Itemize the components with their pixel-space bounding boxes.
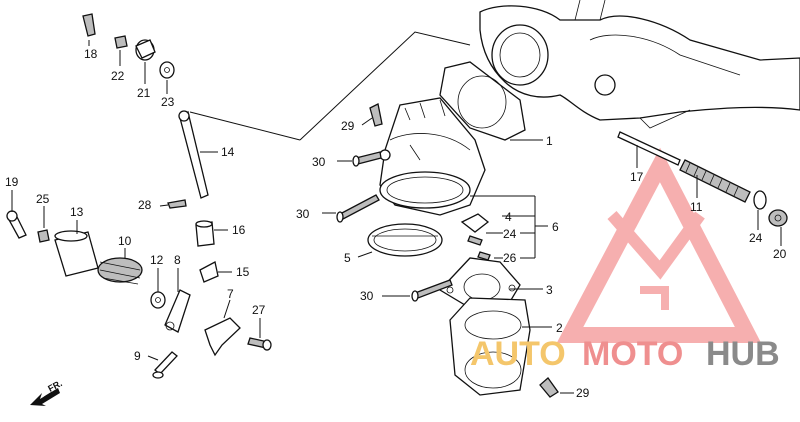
label-28: 28 xyxy=(138,198,152,212)
label-15: 15 xyxy=(236,265,250,279)
bolt-30-c xyxy=(411,279,453,302)
label-30-a: 30 xyxy=(312,155,326,169)
lever-7 xyxy=(204,317,241,357)
label-19: 19 xyxy=(5,175,19,189)
intake-pipe xyxy=(449,297,531,396)
label-8: 8 xyxy=(174,253,181,267)
label-2: 2 xyxy=(556,321,563,335)
nut-22 xyxy=(114,35,128,49)
label-29-top: 29 xyxy=(341,119,355,133)
bolt-30-b xyxy=(336,194,380,223)
label-1: 1 xyxy=(546,134,553,148)
nut-20 xyxy=(768,209,788,227)
bolt-26 xyxy=(477,251,491,261)
gasket xyxy=(439,61,526,141)
washer-24-left xyxy=(159,61,175,79)
direction-label: FR. xyxy=(46,378,63,394)
direction-arrow-icon xyxy=(30,388,60,406)
label-6: 6 xyxy=(552,220,559,234)
bolt-29-top xyxy=(369,103,383,127)
spring-11 xyxy=(679,159,751,203)
watermark-auto: AUTO xyxy=(470,335,566,373)
label-7: 7 xyxy=(227,287,234,301)
label-16: 16 xyxy=(232,223,246,237)
watermark-triangle-logo xyxy=(556,147,762,343)
bolt-18 xyxy=(82,13,96,37)
spring-rod-17 xyxy=(617,131,681,166)
sleeve-13 xyxy=(54,230,99,277)
watermark-moto: MOTO xyxy=(582,335,683,373)
engine-case xyxy=(479,0,800,129)
bolt-27 xyxy=(247,337,272,351)
label-17: 17 xyxy=(630,170,644,184)
arm-8 xyxy=(164,289,191,333)
bolt-30-a xyxy=(352,151,382,167)
label-23: 24 xyxy=(503,227,517,241)
bolt-19 xyxy=(6,210,27,239)
bracket-15 xyxy=(199,261,219,283)
label-25: 25 xyxy=(36,192,50,206)
washer-12 xyxy=(150,291,166,309)
clamp-band xyxy=(367,223,443,257)
label-11: 11 xyxy=(690,200,703,214)
plate xyxy=(460,213,490,233)
pin-28 xyxy=(167,199,187,209)
label-24-right: 24 xyxy=(749,231,763,245)
label-10: 10 xyxy=(118,234,132,248)
label-24-left: 23 xyxy=(161,95,175,109)
label-5: 5 xyxy=(344,251,351,265)
bolt-23 xyxy=(467,235,483,246)
label-29-bottom: 29 xyxy=(576,386,590,400)
label-18: 18 xyxy=(84,47,98,61)
washer-24-right xyxy=(753,190,767,210)
label-3: 3 xyxy=(546,283,553,297)
label-4: 4 xyxy=(505,210,512,224)
label-14: 14 xyxy=(221,145,235,159)
label-9: 9 xyxy=(134,349,141,363)
watermark-text: AUTO MOTO HUB xyxy=(470,335,780,373)
bolt-29-bottom xyxy=(539,377,559,398)
front-direction-indicator: FR. xyxy=(30,378,64,406)
label-30-b: 30 xyxy=(296,207,310,221)
label-22: 22 xyxy=(111,69,125,83)
label-13: 13 xyxy=(70,205,84,219)
label-21: 21 xyxy=(137,86,151,100)
collar-21 xyxy=(135,39,156,61)
part-labels: 18 22 21 23 14 28 16 19 25 13 10 12 8 15… xyxy=(5,47,787,400)
label-30-c: 30 xyxy=(360,289,374,303)
pin-9 xyxy=(152,351,178,379)
nut-25 xyxy=(37,229,50,243)
watermark-hub: HUB xyxy=(706,335,780,373)
label-12: 12 xyxy=(150,253,164,267)
label-26: 26 xyxy=(503,251,517,265)
collar-16 xyxy=(195,220,215,247)
shaft-14 xyxy=(178,110,209,199)
leader-lines xyxy=(11,31,782,394)
spring-10 xyxy=(97,257,143,285)
label-20: 20 xyxy=(773,247,787,261)
label-27: 27 xyxy=(252,303,266,317)
carburetor-insulator xyxy=(379,97,486,216)
